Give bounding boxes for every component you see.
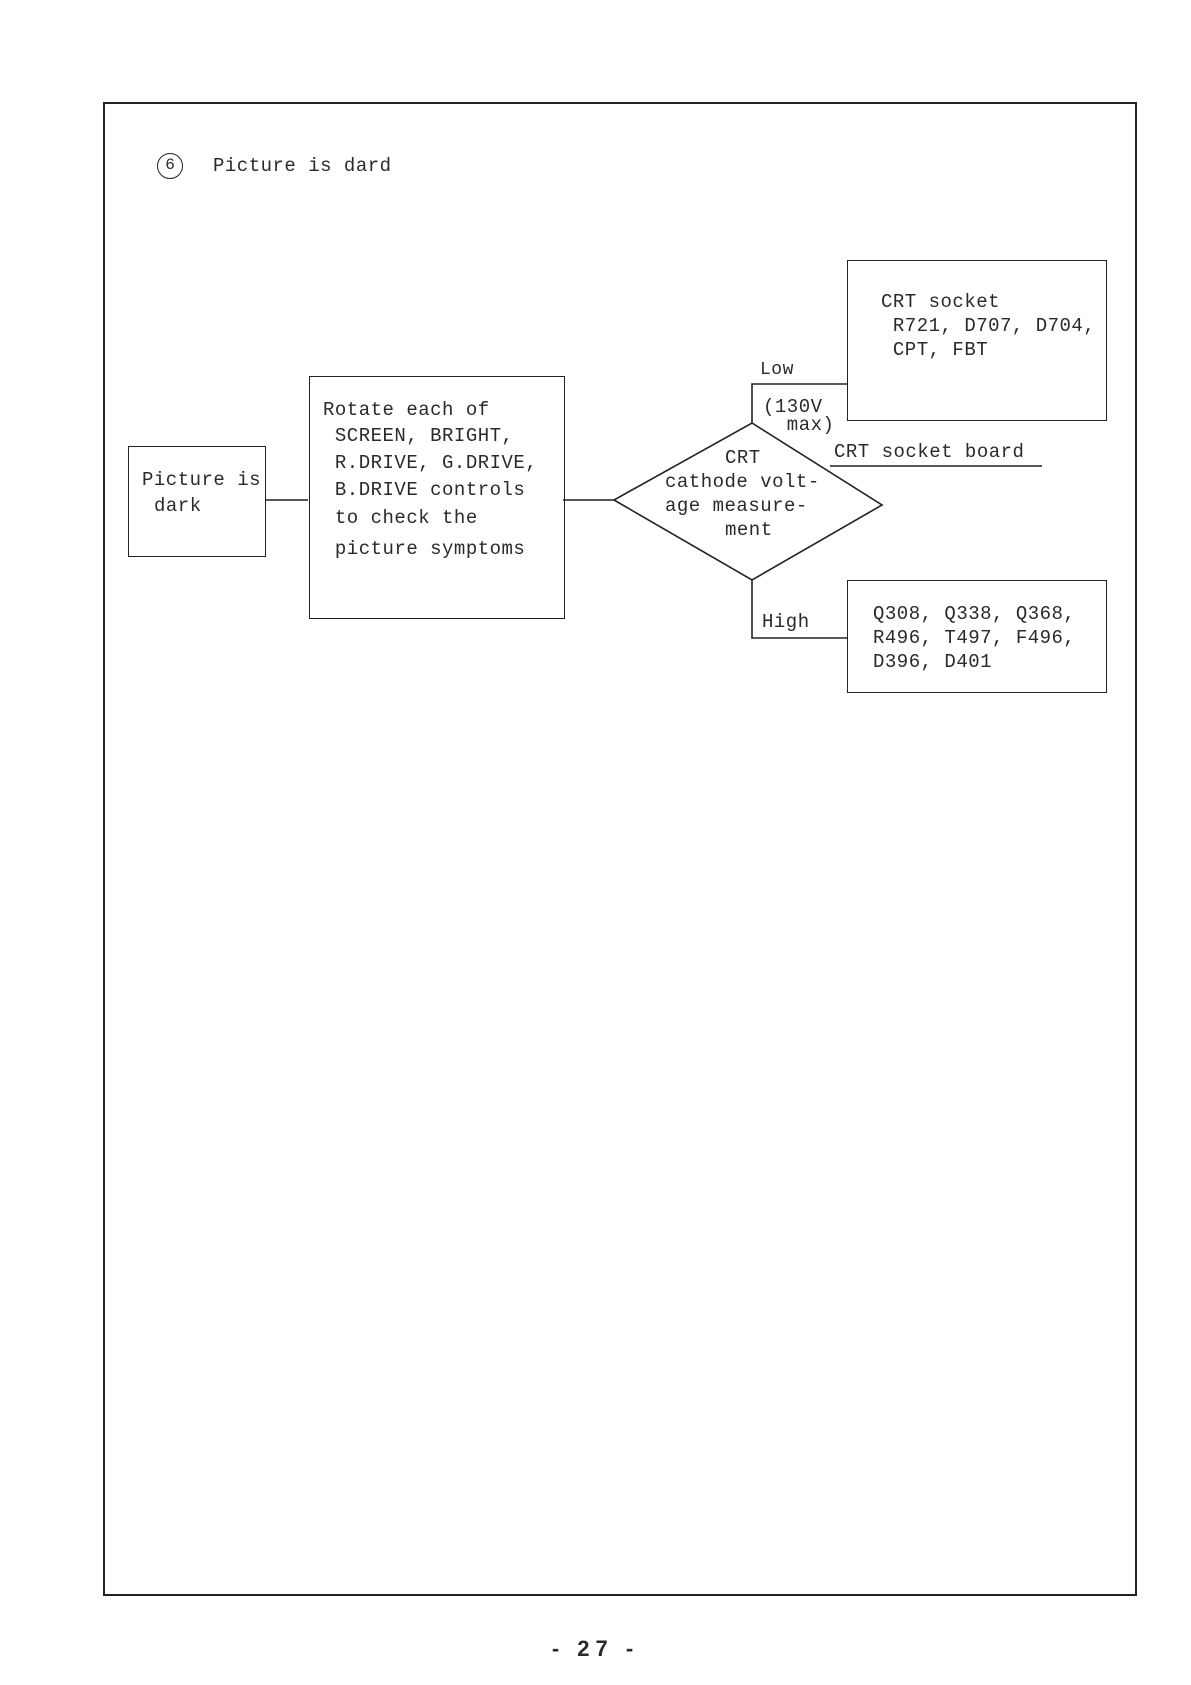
action-line-1: Rotate each of <box>323 399 490 421</box>
decision-line-4: ment <box>725 519 773 541</box>
high-result-box-components <box>847 580 1107 693</box>
low-result-box-crt-socket <box>847 260 1107 421</box>
high-branch-label: High <box>762 611 810 633</box>
low-result-line-3: CPT, FBT <box>881 339 989 361</box>
decision-line-3: age measure- <box>665 495 808 517</box>
high-result-line-1: Q308, Q338, Q368, <box>873 603 1076 625</box>
action-box-rotate-controls <box>309 376 565 619</box>
high-result-line-3: D396, D401 <box>873 651 993 673</box>
action-line-5: to check the <box>323 507 478 529</box>
action-line-3: R.DRIVE, G.DRIVE, <box>323 452 538 474</box>
section-number-badge: 6 <box>157 153 183 179</box>
high-result-line-2: R496, T497, F496, <box>873 627 1076 649</box>
action-line-4: B.DRIVE controls <box>323 479 526 501</box>
section-title: Picture is dard <box>213 155 392 177</box>
connector-low-branch <box>751 383 848 423</box>
low-branch-label: Low <box>760 360 794 380</box>
page-number: - 27 - <box>551 1636 640 1661</box>
decision-line-1: CRT <box>725 447 761 469</box>
low-result-line-2: R721, D707, D704, <box>881 315 1096 337</box>
page-frame <box>103 102 1137 1596</box>
decision-line-2: cathode volt- <box>665 471 820 493</box>
action-line-2: SCREEN, BRIGHT, <box>323 425 514 447</box>
action-line-6: picture symptoms <box>323 538 526 560</box>
start-box-picture-dark <box>128 446 266 557</box>
low-result-line-1: CRT socket <box>881 291 1001 313</box>
low-note-line-1: (130V <box>763 396 823 418</box>
start-box-line-1: Picture is <box>142 469 262 491</box>
connector-high-branch <box>751 580 848 639</box>
low-side-note: CRT socket board <box>834 441 1025 463</box>
start-box-line-2: dark <box>154 495 202 517</box>
low-note-line-2: max) <box>763 414 835 436</box>
